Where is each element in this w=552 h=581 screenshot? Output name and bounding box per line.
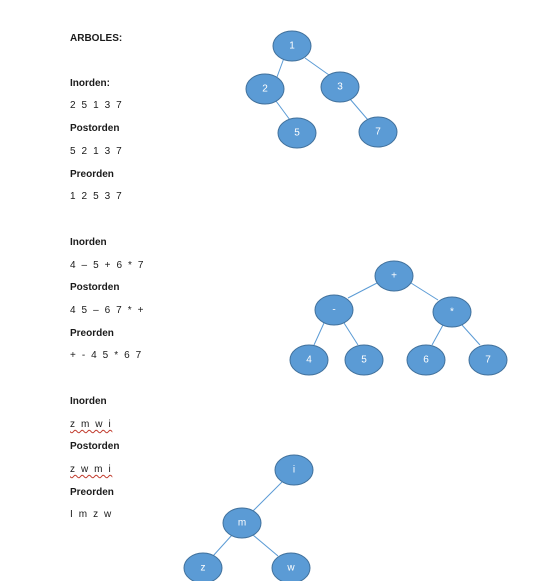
svg-text:3: 3	[337, 82, 343, 93]
tree-3-node-z: z	[183, 552, 223, 581]
document-title: ARBOLES:	[70, 33, 123, 44]
tree-2: + - * 4 5 6 7	[289, 260, 508, 376]
tree-2-node-5: 5	[344, 344, 384, 376]
tree-2-node-times: *	[432, 296, 472, 328]
inorden-label-3: Inorden	[70, 396, 107, 407]
postorden-value-2: 4 5 – 6 7 * +	[70, 305, 146, 316]
edge-times-6	[431, 324, 444, 346]
svg-text:7: 7	[375, 127, 381, 138]
tree-3: i m z w	[183, 454, 314, 581]
tree-1-node-3: 3	[320, 71, 360, 103]
postorden-value-1: 5 2 1 3 7	[70, 146, 124, 157]
postorden-value-3: z w m i	[70, 464, 113, 475]
svg-text:7: 7	[485, 355, 491, 366]
tree-1-node-5: 5	[277, 117, 317, 149]
edge-m-w	[252, 534, 279, 557]
edge-2-5	[275, 100, 291, 121]
tree-1: 1 2 3 5 7	[245, 30, 398, 149]
edge-3-7	[349, 98, 369, 121]
preorden-label-1: Preorden	[70, 169, 114, 180]
svg-text:m: m	[238, 518, 246, 529]
svg-text:-: -	[332, 305, 335, 316]
svg-text:i: i	[293, 465, 295, 476]
edge-1-3	[304, 57, 330, 76]
tree-2-node-plus: +	[374, 260, 414, 292]
tree-2-node-minus: -	[314, 294, 354, 326]
postorden-label-2: Postorden	[70, 282, 120, 293]
tree-3-node-m: m	[222, 507, 262, 539]
tree-2-node-4: 4	[289, 344, 329, 376]
preorden-label-3: Preorden	[70, 487, 114, 498]
edge-plus-times	[410, 282, 439, 301]
postorden-label-1: Postorden	[70, 123, 120, 134]
tree-1-node-1: 1	[272, 30, 312, 62]
svg-text:4: 4	[306, 355, 312, 366]
svg-text:+: +	[391, 271, 397, 282]
edge-plus-minus	[347, 282, 378, 299]
edge-m-z	[212, 534, 233, 557]
svg-text:1: 1	[289, 41, 295, 52]
svg-text:6: 6	[423, 355, 429, 366]
tree-2-node-6: 6	[406, 344, 446, 376]
svg-text:5: 5	[361, 355, 367, 366]
edge-1-2	[276, 57, 285, 78]
edge-i-m	[252, 481, 283, 512]
tree-3-node-w: w	[271, 552, 311, 581]
inorden-value-3: z m w i	[70, 419, 113, 430]
preorden-value-1: 1 2 5 3 7	[70, 191, 124, 202]
svg-text:5: 5	[294, 128, 300, 139]
edge-times-7	[461, 324, 481, 346]
preorden-label-2: Preorden	[70, 328, 114, 339]
tree-3-node-i: i	[274, 454, 314, 486]
inorden-value-2: 4 – 5 + 6 * 7	[70, 260, 146, 271]
svg-text:*: *	[450, 307, 454, 318]
svg-text:w: w	[286, 563, 295, 574]
tree-1-node-2: 2	[245, 73, 285, 105]
edge-minus-4	[313, 322, 325, 346]
preorden-value-3: I m z w	[70, 509, 113, 520]
inorden-label-2: Inorden	[70, 237, 107, 248]
tree-1-node-7: 7	[358, 116, 398, 148]
tree-2-node-7: 7	[468, 344, 508, 376]
preorden-value-2: + - 4 5 * 6 7	[70, 350, 143, 361]
inorden-label-1: Inorden:	[70, 78, 110, 89]
edge-minus-5	[343, 322, 359, 346]
svg-text:z: z	[201, 563, 206, 574]
postorden-label-3: Postorden	[70, 441, 120, 452]
inorden-value-1: 2 5 1 3 7	[70, 100, 124, 111]
svg-text:2: 2	[262, 84, 268, 95]
